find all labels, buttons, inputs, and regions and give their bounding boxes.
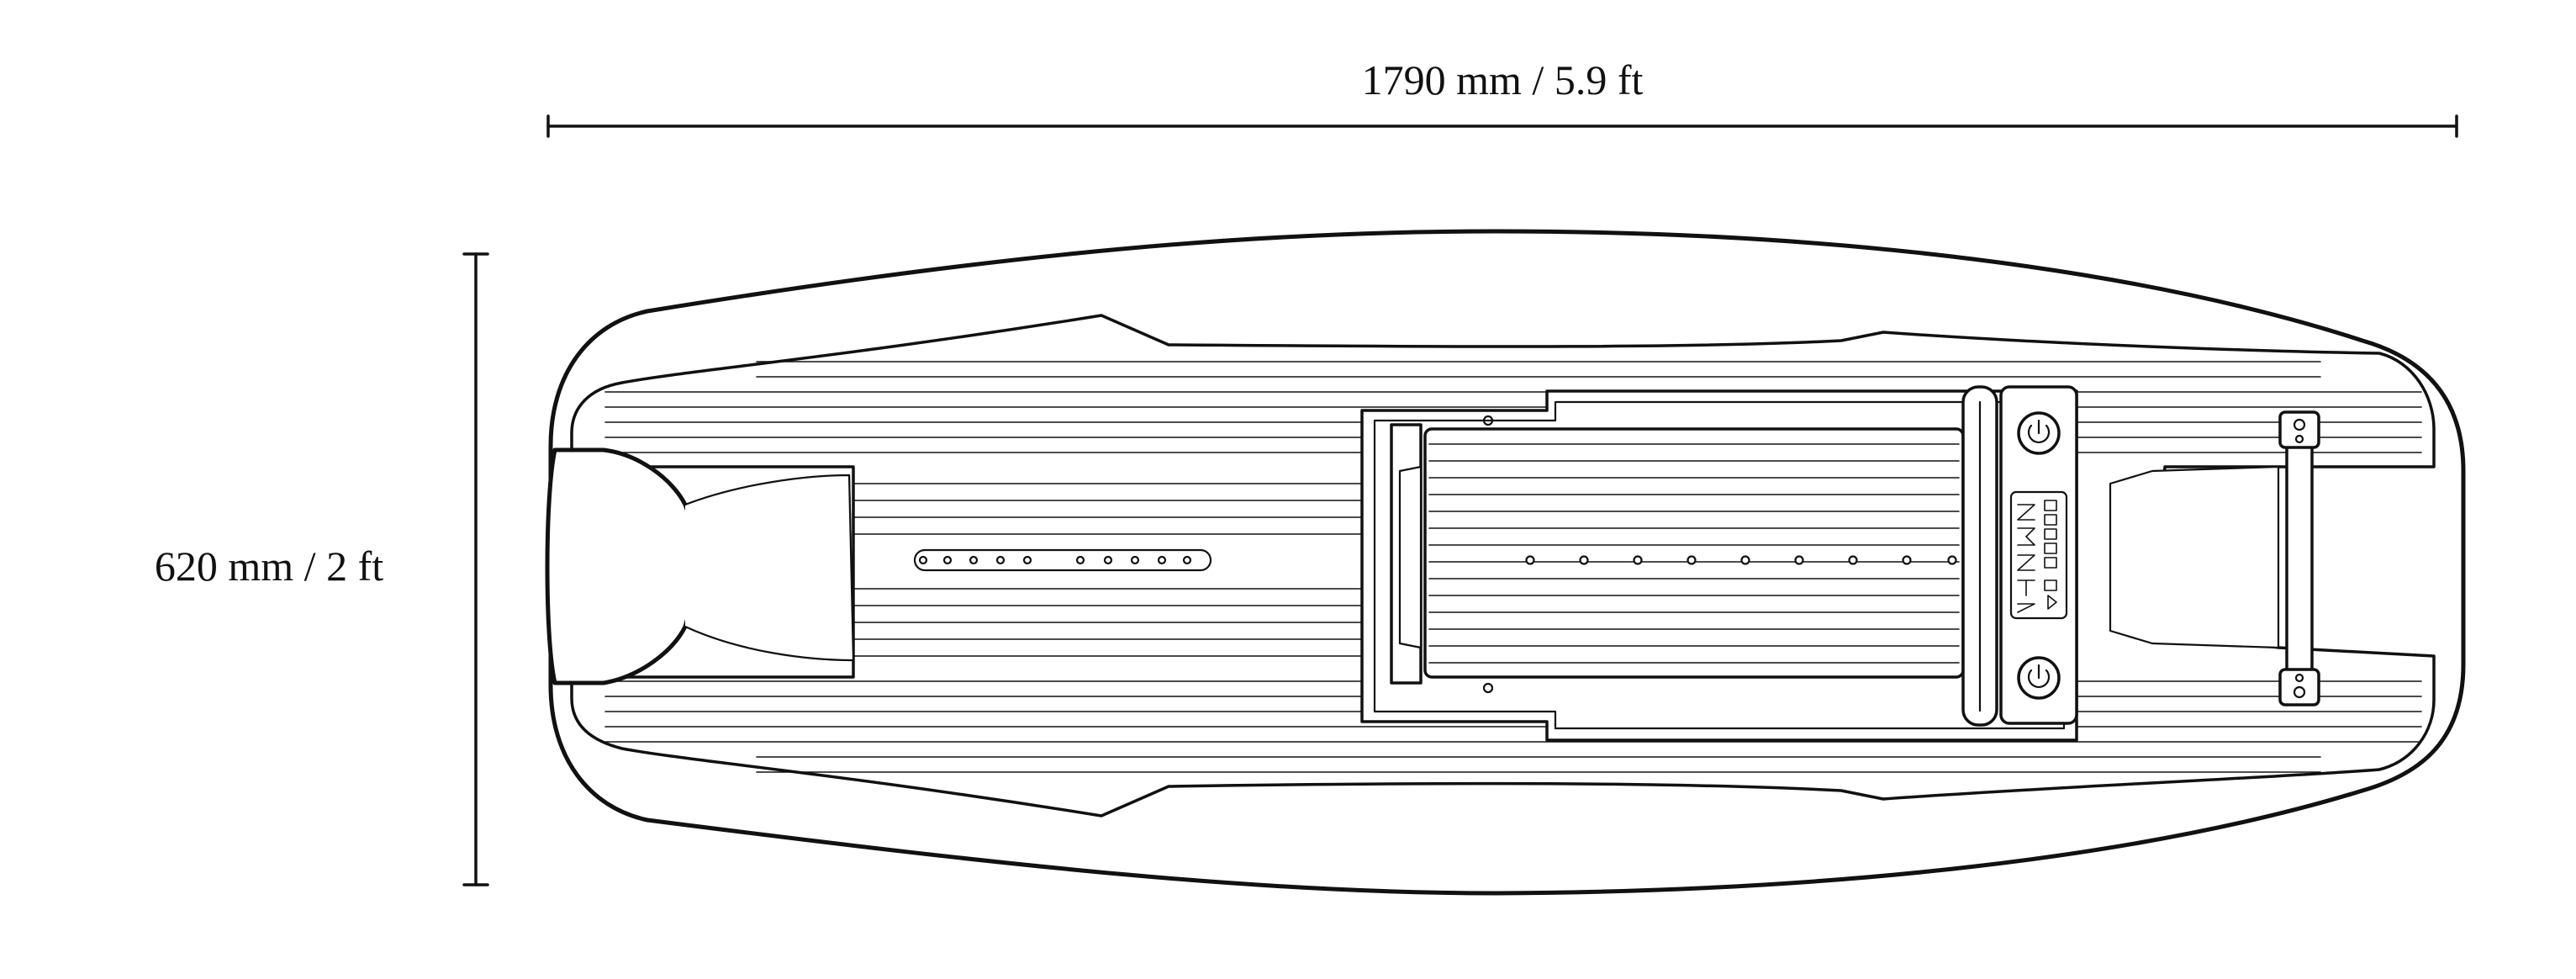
front-hole	[942, 555, 953, 565]
battery-bay-bulge	[1398, 465, 1423, 649]
battery-hole	[1848, 555, 1858, 565]
rear-foot-recess	[2109, 465, 2280, 649]
battery-level-indicator	[2044, 500, 2057, 569]
rear-handle-bolt-top-2	[2294, 434, 2304, 444]
front-hole	[1130, 555, 1140, 565]
battery-screw-top	[1482, 415, 1494, 426]
battery-cover	[1423, 427, 1965, 679]
battery-screw-bottom	[1482, 682, 1494, 694]
battery-hole	[1947, 555, 1957, 565]
width-dimension: 620 mm / 2 ft	[155, 252, 489, 886]
rear-handle-bolt-top	[2293, 418, 2306, 431]
battery-hole	[1687, 555, 1697, 565]
power-icon-top	[2027, 419, 2051, 444]
front-hole	[1182, 555, 1192, 565]
front-hole	[1075, 555, 1085, 565]
battery-hole	[1902, 555, 1912, 565]
front-hole	[1103, 555, 1113, 565]
rear-handle-bolt-bottom-2	[2294, 673, 2304, 683]
front-hole	[1022, 555, 1032, 565]
length-dimension: 1790 mm / 5.9 ft	[546, 56, 2458, 138]
front-holes	[918, 555, 1192, 565]
display-logo-glyphs	[2017, 504, 2035, 613]
front-recess	[684, 474, 855, 662]
front-hole	[918, 555, 928, 565]
deck-outline	[570, 314, 2436, 818]
length-dimension-label: 1790 mm / 5.9 ft	[1362, 56, 1644, 103]
width-dimension-label: 620 mm / 2 ft	[155, 542, 383, 590]
front-nose	[545, 447, 855, 685]
battery-hole	[1794, 555, 1804, 565]
display-icons	[2044, 579, 2057, 610]
front-nose-pod	[545, 447, 698, 685]
rear-handle-bolt-bottom	[2293, 685, 2306, 699]
control-panel	[1999, 385, 2078, 725]
front-hole	[969, 555, 979, 565]
front-hole-strip-outline	[913, 548, 1212, 572]
battery-hole	[1579, 555, 1589, 565]
front-hole	[1157, 555, 1167, 565]
display-panel	[2009, 490, 2068, 620]
battery-hole	[1525, 555, 1535, 565]
front-hole	[995, 555, 1006, 565]
rear-handle-grip	[2285, 419, 2314, 700]
battery-hole	[1633, 555, 1643, 565]
rear-handle	[2278, 410, 2320, 706]
battery-module	[1360, 389, 2078, 742]
power-icon-bottom	[2027, 664, 2051, 689]
board-outer-shell	[548, 229, 2466, 896]
battery-handle	[1961, 385, 1998, 727]
battery-ribs	[1428, 443, 1960, 664]
battery-holes	[1525, 555, 1957, 565]
battery-hole	[1740, 555, 1750, 565]
front-hole-strip	[913, 548, 1212, 572]
